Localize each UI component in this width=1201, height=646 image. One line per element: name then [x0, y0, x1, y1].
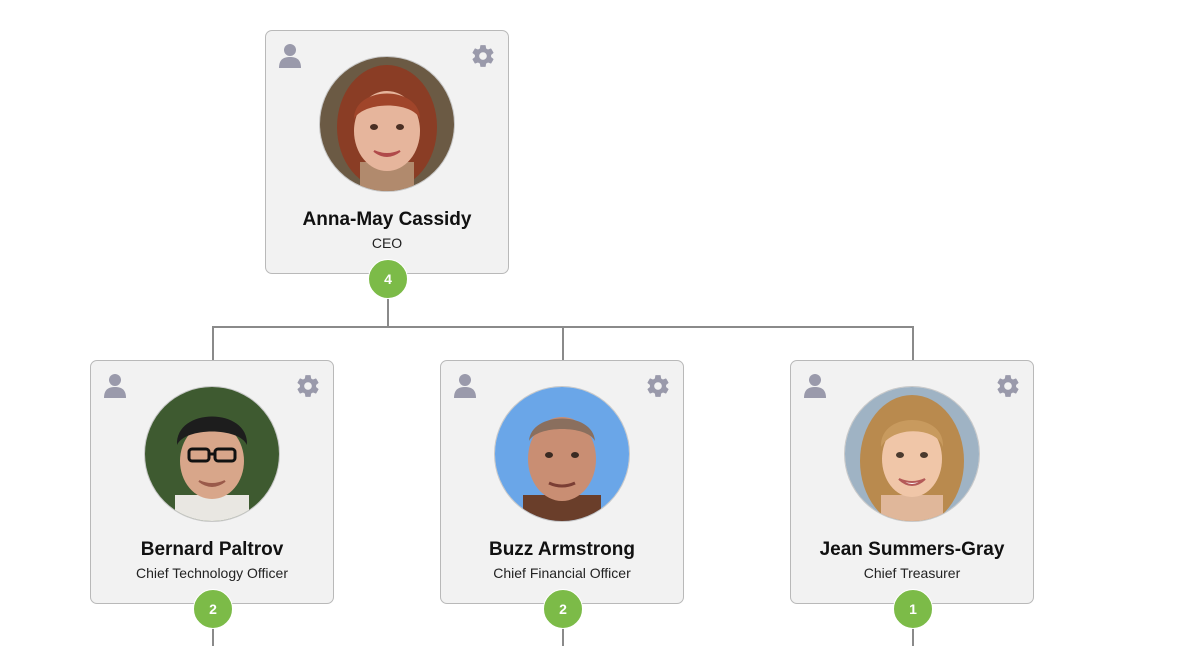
gear-icon[interactable] [995, 373, 1021, 399]
connector-child-3 [912, 326, 914, 360]
org-node-card[interactable]: Anna-May Cassidy CEO [265, 30, 509, 274]
direct-reports-badge[interactable]: 4 [368, 259, 408, 299]
user-icon[interactable] [803, 373, 827, 399]
person-name: Anna-May Cassidy [302, 209, 472, 230]
person-name: Jean Summers-Gray [819, 539, 1005, 560]
user-icon[interactable] [453, 373, 477, 399]
connector-root-down [387, 296, 389, 328]
org-node-card[interactable]: Bernard Paltrov Chief Technology Officer [90, 360, 334, 604]
direct-reports-badge[interactable]: 2 [543, 589, 583, 629]
avatar [144, 386, 280, 522]
direct-reports-badge[interactable]: 1 [893, 589, 933, 629]
gear-icon[interactable] [470, 43, 496, 69]
person-name: Buzz Armstrong [488, 539, 636, 560]
connector-child-1-down [212, 624, 214, 646]
org-node-card[interactable]: Jean Summers-Gray Chief Treasurer [790, 360, 1034, 604]
person-title: Chief Technology Officer [135, 565, 288, 581]
avatar [844, 386, 980, 522]
gear-icon[interactable] [295, 373, 321, 399]
avatar [494, 386, 630, 522]
connector-child-2-down [562, 624, 564, 646]
person-name: Bernard Paltrov [140, 539, 284, 560]
person-title: CEO [371, 235, 403, 251]
avatar [319, 56, 455, 192]
connector-child-1 [212, 326, 214, 360]
person-title: Chief Treasurer [863, 565, 961, 581]
person-title: Chief Financial Officer [493, 565, 631, 581]
direct-reports-badge[interactable]: 2 [193, 589, 233, 629]
gear-icon[interactable] [645, 373, 671, 399]
connector-child-3-down [912, 624, 914, 646]
org-node-card[interactable]: Buzz Armstrong Chief Financial Officer [440, 360, 684, 604]
user-icon[interactable] [103, 373, 127, 399]
user-icon[interactable] [278, 43, 302, 69]
connector-child-2 [562, 326, 564, 360]
